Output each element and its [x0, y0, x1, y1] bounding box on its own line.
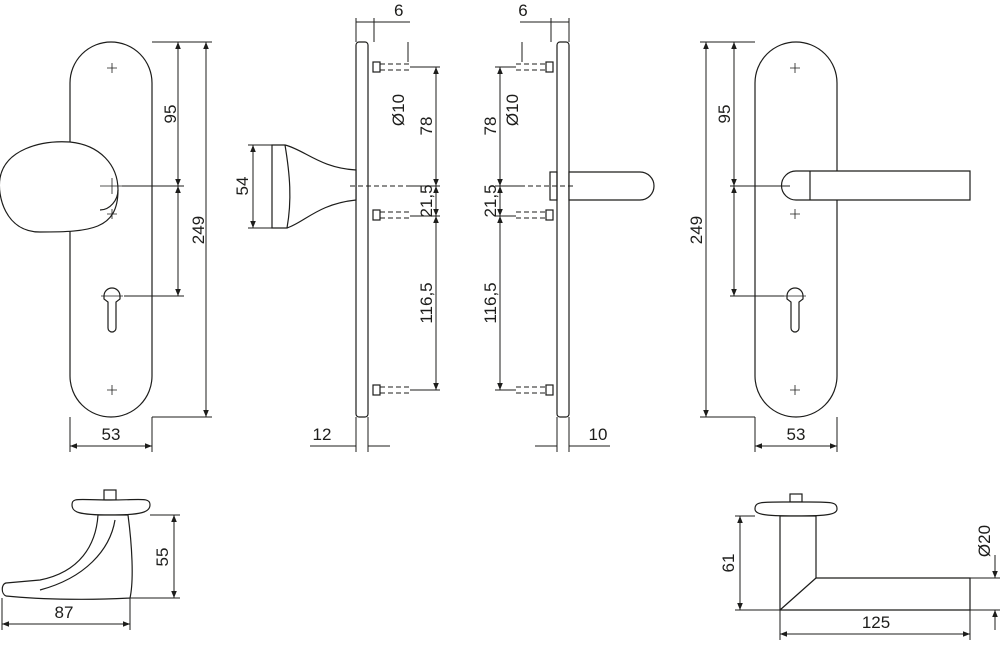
- lever-depth-extension: [556, 417, 570, 452]
- lever-body-top: [779, 515, 971, 611]
- label-21-5-lever: 21,5: [481, 184, 500, 217]
- label-87: 87: [55, 603, 74, 622]
- side-extension-lines: [410, 66, 440, 391]
- screw-head-top-lever: [545, 61, 554, 73]
- spindle-top: [103, 489, 117, 501]
- label-10: 10: [589, 425, 608, 444]
- label-116-5: 116,5: [417, 282, 436, 323]
- front-view-lever-plate: 95 249 53: [687, 41, 971, 452]
- label-dia-20: Ø20: [975, 525, 994, 557]
- screw-cross-top: [107, 63, 117, 73]
- lever-side-profile: [568, 171, 655, 201]
- label-249: 249: [189, 216, 208, 244]
- lever-front: [780, 170, 971, 201]
- extension-lines: [122, 41, 212, 418]
- label-12: 12: [313, 425, 332, 444]
- cylinder-hole-right: [786, 287, 804, 333]
- cylinder-hole: [103, 287, 121, 333]
- screw-cross-bottom-right: [790, 385, 800, 395]
- knob-rim: [284, 144, 291, 229]
- label-54: 54: [233, 177, 252, 196]
- screw-cross-mid: [107, 209, 117, 219]
- side-plate-lever: [556, 41, 570, 418]
- side-plate: [355, 41, 369, 418]
- side-view-knob: 6 Ø10 78 21,5 116,5 54 12: [233, 1, 440, 452]
- label-125: 125: [862, 613, 890, 632]
- spindle-center-mark: [100, 178, 124, 194]
- height-extension-61: [735, 515, 780, 611]
- label-dia-10: Ø10: [389, 94, 408, 126]
- screw-head-bottom-lever: [545, 384, 554, 396]
- label-21-5: 21,5: [417, 184, 436, 217]
- bottom-view-lever: 61 125 Ø20: [719, 493, 1000, 640]
- knob-neck: [99, 189, 119, 211]
- label-dia-10-lever: Ø10: [503, 94, 522, 126]
- bottom-view-knob: 55 87: [1, 489, 180, 630]
- side-view-lever: 6 Ø10 78 21,5 116,5 10: [481, 1, 655, 452]
- lever-extension-lines: [495, 66, 520, 391]
- label-6-lever: 6: [518, 1, 527, 20]
- screw-head-bottom: [372, 384, 381, 396]
- front-view-knob-plate: 95 249 53: [0, 41, 212, 452]
- label-6: 6: [394, 1, 403, 20]
- label-53-right: 53: [787, 425, 806, 444]
- screw-head-mid: [372, 209, 381, 221]
- knob-inner-curve: [39, 519, 116, 591]
- rose-top-lever: [754, 501, 838, 517]
- label-53: 53: [102, 425, 121, 444]
- label-95: 95: [161, 105, 180, 124]
- lever-bend-line: [779, 577, 817, 611]
- screw-cross-top-right: [790, 63, 800, 73]
- label-55: 55: [153, 548, 172, 567]
- screw-head-mid-lever: [545, 209, 554, 221]
- escutcheon-plate-right: [754, 41, 838, 418]
- screw-head-top: [372, 61, 381, 73]
- spindle-top-lever: [789, 493, 803, 503]
- rose-top: [71, 498, 151, 516]
- knob-body-top: [1, 514, 133, 600]
- label-78-lever: 78: [481, 117, 500, 136]
- label-78: 78: [417, 117, 436, 136]
- knob-outline: [0, 141, 119, 233]
- label-249-right: 249: [687, 216, 706, 244]
- label-61: 61: [719, 554, 738, 573]
- screw-cross-mid-right: [790, 209, 800, 219]
- screw-cross-bottom: [107, 385, 117, 395]
- label-116-5-lever: 116,5: [481, 282, 500, 323]
- depth-extension-lines: [355, 417, 369, 452]
- dia-extension-20: [970, 577, 1000, 611]
- extension-lines-right: [700, 41, 790, 418]
- knob-side-profile: [271, 144, 357, 229]
- label-95-right: 95: [715, 105, 734, 124]
